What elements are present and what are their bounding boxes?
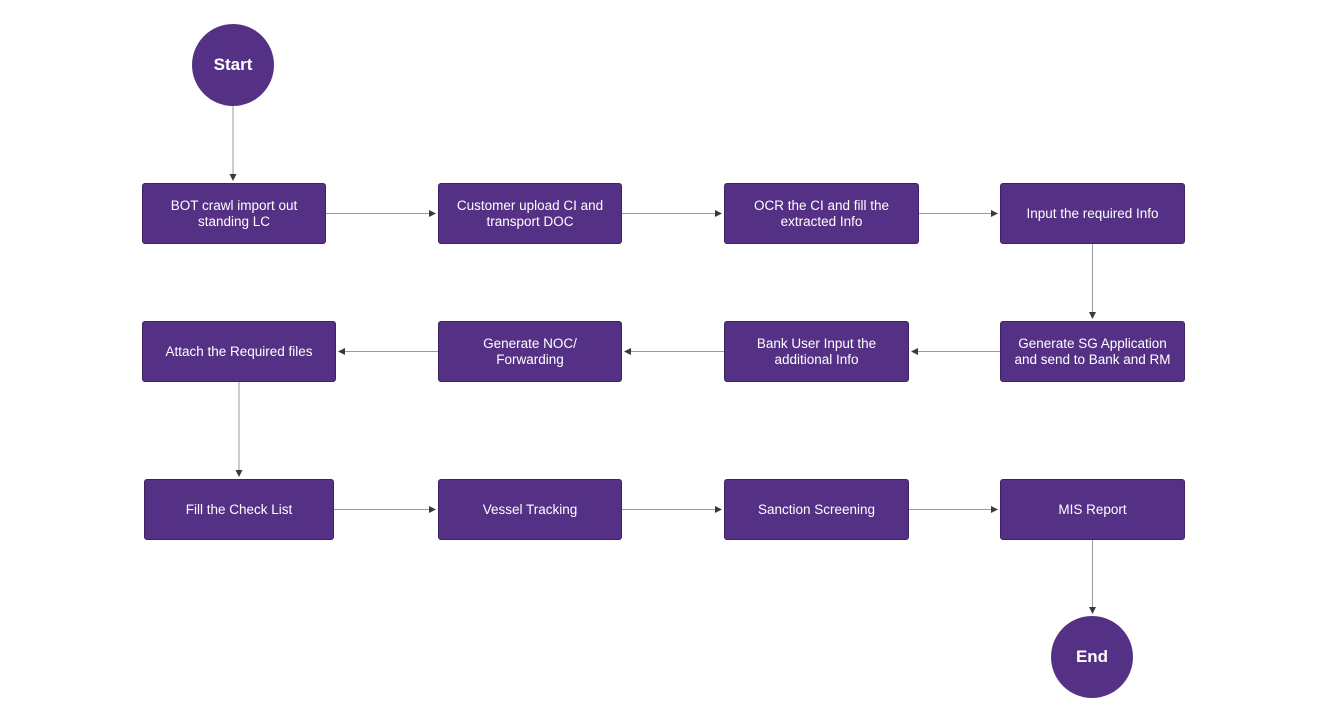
arrowhead-step-7-to-step-8	[338, 348, 345, 355]
step-3: OCR the CI and fill the extracted Info	[724, 183, 919, 244]
step-9: Fill the Check List	[144, 479, 334, 540]
arrowhead-step-5-to-step-6	[911, 348, 918, 355]
step-1: BOT crawl import out standing LC	[142, 183, 326, 244]
step-5: Generate SG Application and send to Bank…	[1000, 321, 1185, 382]
step-2: Customer upload CI and transport DOC	[438, 183, 622, 244]
end-node: End	[1051, 616, 1133, 698]
arrowhead-step-10-to-step-11	[715, 506, 722, 513]
step-11: Sanction Screening	[724, 479, 909, 540]
arrowhead-step-9-to-step-10	[429, 506, 436, 513]
step-7: Generate NOC/ Forwarding	[438, 321, 622, 382]
step-4: Input the required Info	[1000, 183, 1185, 244]
step-10: Vessel Tracking	[438, 479, 622, 540]
arrowhead-step-6-to-step-7	[624, 348, 631, 355]
step-12: MIS Report	[1000, 479, 1185, 540]
arrowhead-step-1-to-step-2	[429, 210, 436, 217]
arrowhead-step-8-to-step-9	[235, 470, 243, 477]
start-node: Start	[192, 24, 274, 106]
arrowhead-step-2-to-step-3	[715, 210, 722, 217]
arrowhead-step-3-to-step-4	[991, 210, 998, 217]
step-8: Attach the Required files	[142, 321, 336, 382]
arrowhead-step-11-to-step-12	[991, 506, 998, 513]
arrowhead-start-to-step-1	[229, 174, 237, 181]
arrowhead-step-12-to-end	[1089, 607, 1096, 614]
arrowhead-step-4-to-step-5	[1089, 312, 1096, 319]
step-6: Bank User Input the additional Info	[724, 321, 909, 382]
